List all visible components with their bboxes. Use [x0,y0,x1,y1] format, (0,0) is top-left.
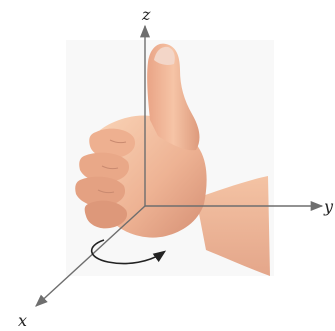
z-axis-label: z [141,5,151,24]
y-axis-label: y [323,197,334,216]
x-axis-label: x [18,311,27,330]
